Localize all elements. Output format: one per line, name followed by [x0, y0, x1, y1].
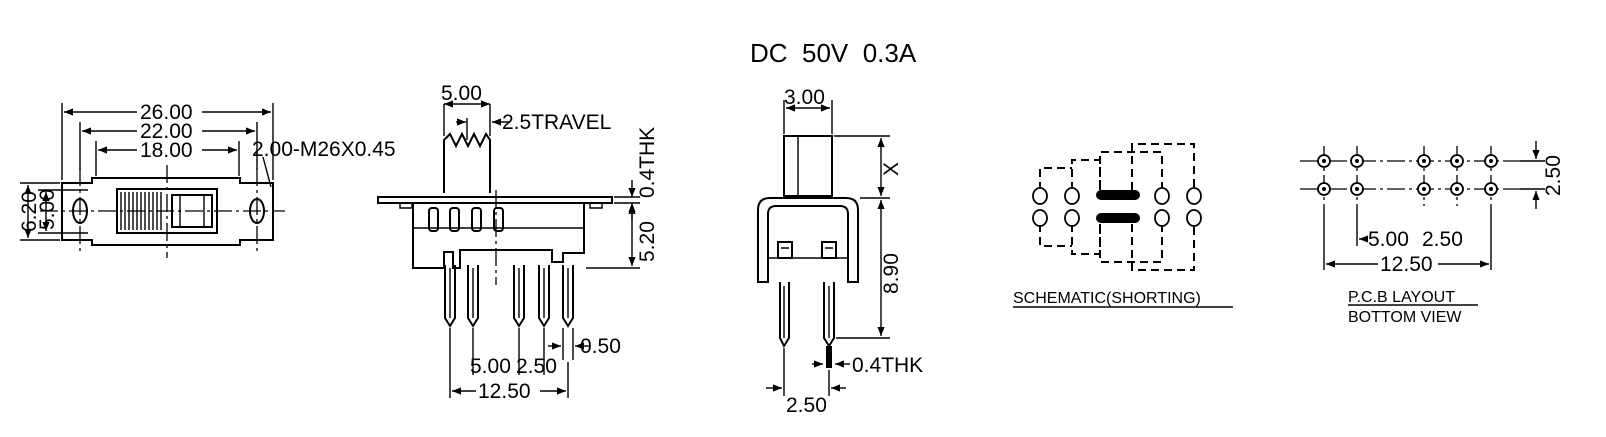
pcb-dim-span: 12.50	[1380, 253, 1433, 276]
dim-mount-pitch: 22.00	[140, 120, 193, 143]
top-view: 26.00 22.00 18.00 2.00-M26X0.45 6.20 5.0…	[18, 101, 396, 258]
dim-pin-width: 0.50	[580, 335, 621, 358]
pcb-layout: 2.50 5.00 2.50 12.50 P.C.B LAYOUT BOTTOM…	[1300, 141, 1565, 326]
dim-end-knob-width: 3.00	[784, 86, 825, 109]
dim-screw-spec: 2.00-M26X0.45	[252, 138, 396, 161]
dim-pin-pitch-a: 5.00	[470, 355, 511, 378]
pcb-dim-pitch-b: 2.50	[1422, 228, 1463, 251]
side-view: 5.00 2.5TRAVEL 0.4THK 5.20 0.50 5.00 2.5…	[377, 82, 659, 403]
pcb-caption-title: P.C.B LAYOUT	[1348, 289, 1455, 306]
side-view-mount-plate	[377, 196, 613, 204]
side-view-pins	[444, 265, 574, 328]
dim-overall-length: 26.00	[140, 101, 193, 124]
dim-end-pin-pitch: 2.50	[786, 394, 827, 417]
dim-body-height: 5.20	[636, 221, 659, 262]
rating-title: DC 50V 0.3A	[750, 38, 917, 68]
dim-end-pin-thickness: 0.4THK	[852, 354, 923, 377]
dim-travel: 2.5TRAVEL	[502, 111, 611, 134]
dim-plate-height: 6.20	[18, 191, 41, 232]
dim-end-height: 8.90	[880, 253, 903, 294]
dim-knob-width: 5.00	[441, 82, 482, 105]
dim-slot-length: 18.00	[140, 139, 193, 162]
pcb-caption-subtitle: BOTTOM VIEW	[1348, 309, 1462, 326]
side-view-knob	[443, 131, 491, 193]
schematic-caption: SCHEMATIC(SHORTING)	[1013, 290, 1201, 307]
top-view-plate-outline	[61, 177, 274, 246]
dim-inner-height: 5.00	[36, 189, 59, 230]
end-view: 3.00 X 8.90 0.4THK 2.50	[757, 86, 923, 417]
end-view-knob	[783, 135, 833, 197]
pcb-dim-row-pitch: 2.50	[1542, 155, 1565, 196]
dim-knob-height-x: X	[880, 162, 903, 176]
end-view-housing	[757, 197, 859, 283]
dim-pin-span: 12.50	[478, 380, 531, 403]
dim-pin-pitch-b: 2.50	[516, 355, 557, 378]
pcb-dim-pitch-a: 5.00	[1368, 228, 1409, 251]
schematic-shorting: SCHEMATIC(SHORTING)	[1013, 143, 1233, 308]
dim-plate-thickness: 0.4THK	[636, 127, 659, 198]
